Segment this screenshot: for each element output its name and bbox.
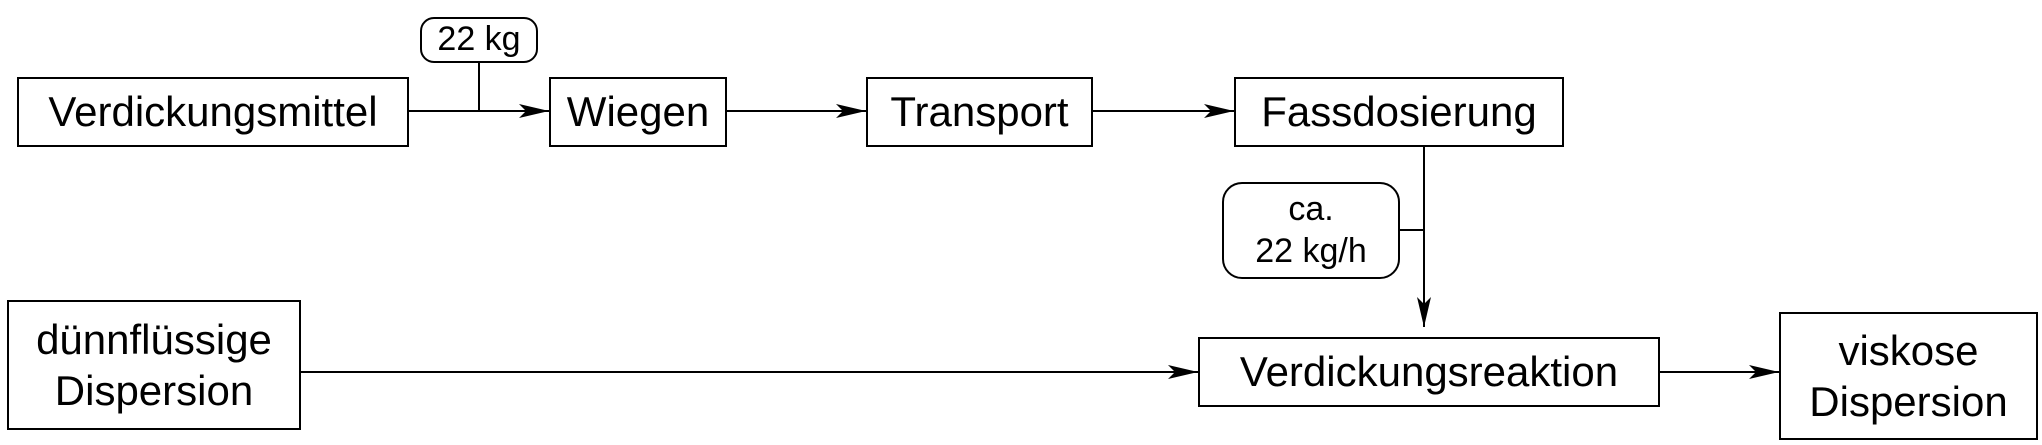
node-viskose-line1: viskose: [1838, 326, 1979, 374]
node-verdickungsreaktion: Verdickungsreaktion: [1198, 337, 1660, 407]
node-verdickungsreaktion-label: Verdickungsreaktion: [1239, 348, 1619, 396]
node-viskose-line2: Dispersion: [1809, 378, 2008, 425]
node-wiegen-label: Wiegen: [566, 88, 710, 136]
rate-annotation: ca. 22 kg/h: [1222, 182, 1400, 279]
node-viskose-dispersion: viskose Dispersion: [1779, 312, 2038, 440]
node-fassdosierung-label: Fassdosierung: [1261, 88, 1537, 136]
mass-annotation: 22 kg: [420, 17, 538, 63]
mass-annotation-label: 22 kg: [437, 20, 521, 59]
rate-annotation-line2: 22 kg/h: [1255, 231, 1367, 270]
node-duennfluessige-line1: dünnflüssige: [36, 315, 272, 363]
node-fassdosierung: Fassdosierung: [1234, 77, 1564, 147]
node-wiegen: Wiegen: [549, 77, 727, 147]
node-duennfluessige-line2: Dispersion: [54, 367, 254, 414]
node-transport: Transport: [866, 77, 1093, 147]
node-transport-label: Transport: [890, 88, 1069, 136]
node-verdickungsmittel-label: Verdickungsmittel: [48, 88, 378, 136]
node-duennfluessige-dispersion: dünnflüssige Dispersion: [7, 300, 301, 430]
node-verdickungsmittel: Verdickungsmittel: [17, 77, 409, 147]
rate-annotation-line1: ca.: [1288, 190, 1334, 229]
